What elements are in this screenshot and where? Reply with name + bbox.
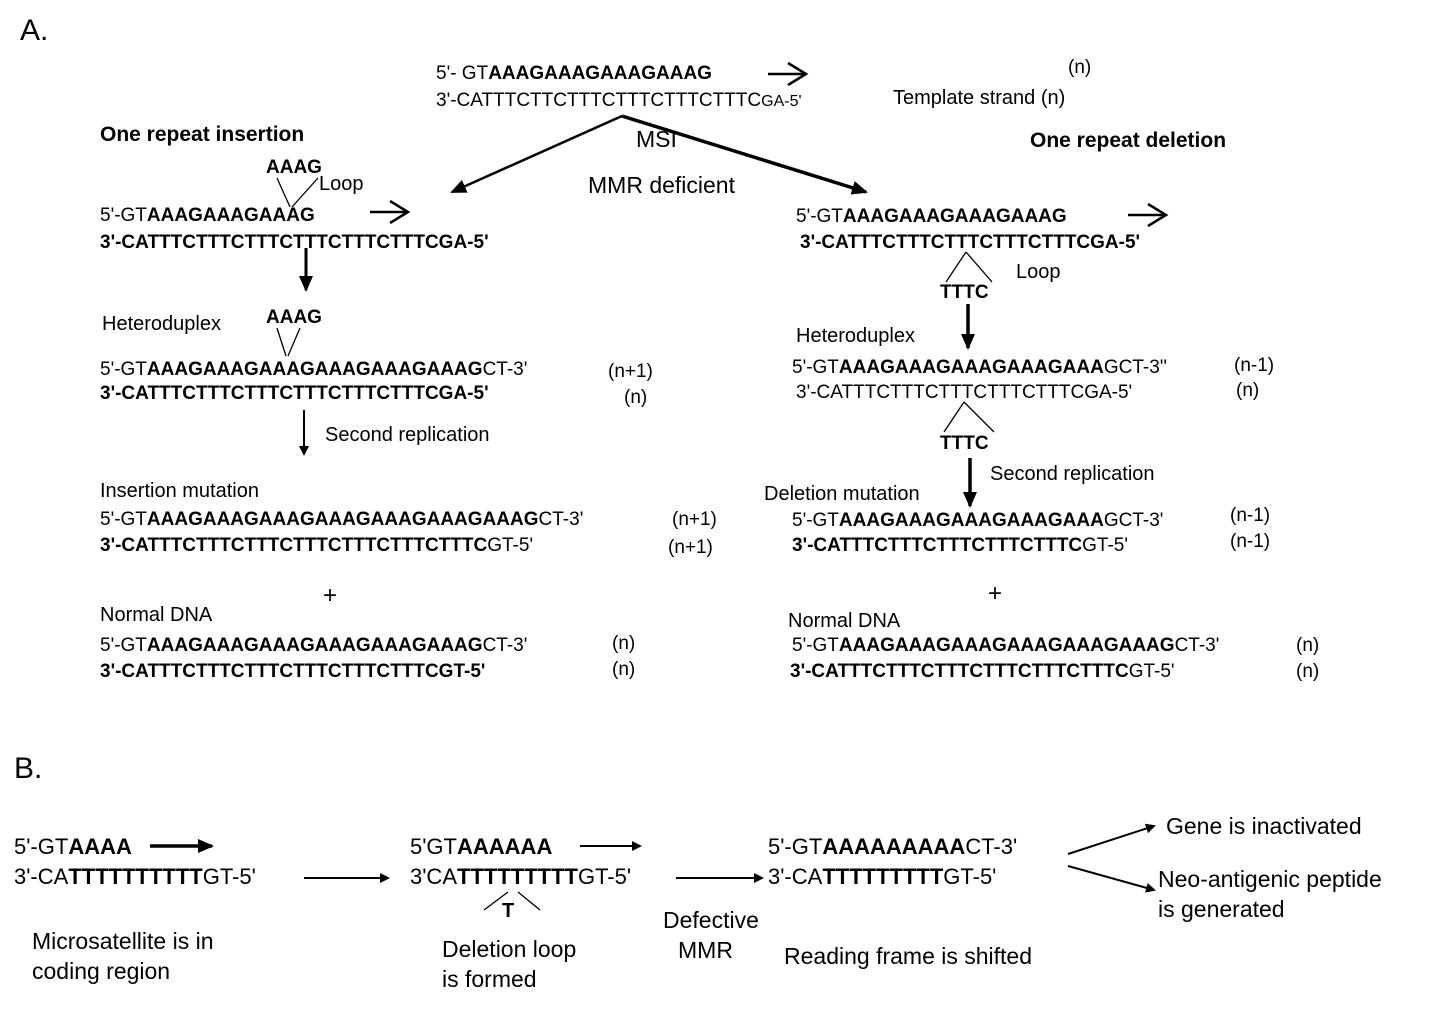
deletion-title: One repeat deletion: [1030, 129, 1227, 152]
insertion-het-top-strand: 5'-GTAAAGAAAGAAAGAAAGAAAGAAAGCT-3': [100, 359, 528, 380]
deletion-loop-seq: TTTC: [940, 282, 989, 303]
template-bottom-strand: 3'-CATTTCTTCTTTCTTTCTTTCTTTCGA-5': [436, 90, 802, 111]
panel-b-label: B.: [14, 752, 43, 785]
b-step2-loop-base: T: [502, 900, 515, 922]
msi-arrow-right: [621, 114, 868, 195]
insertion-bottom-strand: 3'-CATTTCTTTCTTTCTTTCTTTCTTTCGA-5': [100, 232, 489, 253]
insertion-loop-label: Loop: [319, 173, 364, 195]
deletion-loop-label: Loop: [1016, 261, 1061, 283]
deletion-normal-bottom-strand: 3'-CATTTCTTTCTTTCTTTCTTTCTTTCGT-5': [790, 661, 1175, 682]
b-step3-caption: Reading frame is shifted: [784, 943, 1033, 969]
b-outcome-arrow-2: [1067, 865, 1156, 893]
insertion-second-replication: Second replication: [325, 424, 490, 446]
deletion-loop-lines: [945, 251, 993, 283]
deletion-mut-bottom-count: (n-1): [1230, 531, 1271, 552]
b-step1-caption-1: Microsatellite is in: [32, 928, 214, 954]
deletion-mut-top-count: (n-1): [1230, 505, 1271, 526]
insertion-normal-top-count: (n): [612, 633, 636, 654]
deletion-mutation-label: Deletion mutation: [764, 483, 920, 505]
template-strand-label: Template strand (n): [893, 87, 1066, 109]
insertion-mut-top-strand: 5'-GTAAAGAAAGAAAGAAAGAAAGAAAGAAAGCT-3': [100, 509, 584, 530]
b-outcome-neoantigen-1: Neo-antigenic peptide: [1158, 866, 1382, 892]
insertion-plus: +: [323, 582, 338, 609]
deletion-het-top-strand: 5'-GTAAAGAAAGAAAGAAAGAAAGCT-3'': [792, 357, 1168, 378]
insertion-normal-bottom-count: (n): [612, 659, 636, 680]
b-outcome-arrow-1: [1067, 823, 1156, 855]
b-step3-top-strand: 5'-GTAAAAAAAAACT-3': [768, 834, 1018, 859]
direction-arrow-insertion: [370, 199, 411, 225]
deletion-normal-top-strand: 5'-GTAAAGAAAGAAAGAAAGAAAGAAAGCT-3': [792, 635, 1220, 656]
insertion-mut-bottom-count: (n+1): [668, 537, 713, 558]
insertion-het-bottom-count: (n): [624, 387, 648, 408]
insertion-normal-label: Normal DNA: [100, 604, 213, 626]
deletion-plus: +: [988, 580, 1003, 607]
insertion-title: One repeat insertion: [100, 123, 305, 146]
b-step1-top-strand: 5'-GTAAAA: [14, 834, 132, 859]
deletion-het-loop-seq: TTTC: [940, 433, 989, 454]
deletion-mut-bottom-strand: 3'-CATTTCTTTCTTTCTTTCTTTCGT-5': [792, 535, 1128, 556]
b-step2-top-strand: 5'GTAAAAAA: [410, 834, 553, 859]
b-outcome-gene-inactivated: Gene is inactivated: [1166, 813, 1362, 839]
insertion-mut-top-count: (n+1): [672, 509, 717, 530]
insertion-normal-bottom-strand: 3'-CATTTCTTTCTTTCTTTCTTTCTTTCGT-5': [100, 661, 486, 682]
deletion-het-bottom-count: (n): [1236, 380, 1260, 401]
mmr-deficient-label: MMR deficient: [588, 172, 735, 198]
insertion-normal-top-strand: 5'-GTAAAGAAAGAAAGAAAGAAAGAAAGCT-3': [100, 635, 528, 656]
insertion-mutation-label: Insertion mutation: [100, 480, 259, 502]
panel-a-label: A.: [20, 14, 49, 47]
msi-arrow-left: [450, 114, 623, 194]
insertion-mut-bottom-strand: 3'-CATTTCTTTCTTTCTTTCTTTCTTTCTTTCGT-5': [100, 535, 534, 556]
deletion-second-replication: Second replication: [990, 463, 1155, 485]
msi-label: MSI: [636, 126, 677, 152]
insertion-het-bottom-strand: 3'-CATTTCTTTCTTTCTTTCTTTCTTTCGA-5': [100, 383, 489, 404]
deletion-het-bottom-strand: 3'-CATTTCTTTCTTTCTTTCTTTCGA-5': [796, 382, 1133, 403]
insertion-het-loop-lines: [276, 327, 301, 357]
deletion-het-loop-lines: [943, 401, 995, 433]
b-step2-bottom-strand: 3'CATTTTTTTTTGT-5': [410, 864, 632, 889]
insertion-het-top-count: (n+1): [608, 361, 653, 382]
direction-arrow-deletion: [1128, 202, 1169, 228]
deletion-het-top-count: (n-1): [1234, 355, 1275, 376]
direction-arrow-template: [768, 61, 809, 87]
insertion-het-loop-seq: AAAG: [266, 307, 322, 328]
deletion-normal-top-count: (n): [1296, 635, 1320, 656]
insertion-top-strand: 5'-GTAAAGAAAGAAAG: [100, 205, 315, 226]
template-top-count: (n): [1068, 57, 1092, 78]
b-outcome-neoantigen-2: is generated: [1158, 896, 1285, 922]
b-step1-bottom-strand: 3'-CATTTTTTTTTTGT-5': [14, 864, 256, 889]
insertion-loop-seq: AAAG: [266, 157, 322, 178]
deletion-mut-top-strand: 5'-GTAAAGAAAGAAAGAAAGAAAGCT-3': [792, 510, 1164, 531]
b-step2-caption-2: is formed: [442, 966, 537, 992]
template-top-strand: 5'- GTAAAGAAAGAAAGAAAG: [436, 63, 712, 84]
b-deletion-loop-lines: [483, 891, 541, 911]
deletion-normal-bottom-count: (n): [1296, 661, 1320, 682]
b-defective-label: Defective: [663, 907, 759, 933]
b-step2-caption-1: Deletion loop: [442, 936, 577, 962]
deletion-top-strand: 5'-GTAAAGAAAGAAAGAAAG: [796, 206, 1067, 227]
deletion-bottom-strand: 3'-CATTTCTTTCTTTCTTTCTTTCGA-5': [800, 232, 1141, 253]
deletion-heteroduplex-label: Heteroduplex: [796, 325, 915, 347]
insertion-heteroduplex-label: Heteroduplex: [102, 313, 221, 335]
insertion-loop-lines: [276, 177, 319, 208]
b-step1-caption-2: coding region: [32, 958, 171, 984]
deletion-normal-label: Normal DNA: [788, 610, 901, 632]
b-step3-bottom-strand: 3'-CATTTTTTTTTGT-5': [768, 864, 997, 889]
b-mmr-label: MMR: [678, 937, 733, 963]
